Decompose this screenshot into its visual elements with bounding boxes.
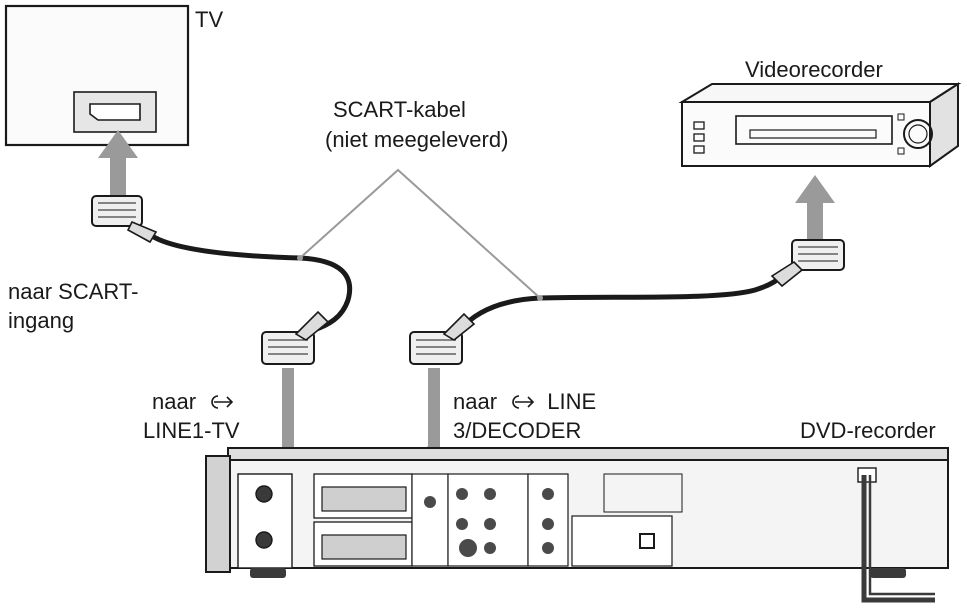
videorecorder-device bbox=[678, 82, 962, 168]
tv-device bbox=[4, 4, 190, 147]
scart-plug-vcr bbox=[770, 239, 845, 288]
arrow-up-icon bbox=[98, 130, 138, 195]
scart-plug-line3 bbox=[409, 312, 476, 365]
scart-cable-vcr bbox=[457, 267, 793, 333]
line3-decoder-label: 3/DECODER bbox=[453, 418, 582, 443]
videorecorder-label: Videorecorder bbox=[745, 57, 883, 82]
to-line1-prefix: naar bbox=[152, 389, 197, 414]
arrow-up-icon bbox=[795, 175, 835, 240]
scart-plug-tv bbox=[91, 195, 158, 244]
scart-output-arrow-icon bbox=[512, 395, 535, 409]
to-scart-input-label-cont: ingang bbox=[8, 308, 75, 333]
scart-output-arrow-icon bbox=[211, 395, 234, 409]
scart-cable-label: SCART-kabel bbox=[333, 97, 466, 122]
dvd-recorder-device bbox=[205, 447, 949, 603]
to-scart-input-label: naar SCART- bbox=[8, 279, 139, 304]
to-line3-label: naar LINE bbox=[453, 388, 596, 415]
to-line3-prefix: naar bbox=[453, 389, 498, 414]
scart-cable-note: (niet meegeleverd) bbox=[325, 127, 509, 152]
line1-tv-label: LINE1-TV bbox=[143, 418, 240, 443]
dvd-recorder-label: DVD-recorder bbox=[800, 418, 936, 443]
to-line3-mid: LINE bbox=[547, 389, 597, 414]
to-line1-label: naar bbox=[152, 388, 240, 415]
scart-cable-tv bbox=[149, 233, 353, 333]
tv-label: TV bbox=[195, 7, 224, 32]
scart-plug-line1 bbox=[261, 310, 330, 365]
cable-callout-lines bbox=[299, 168, 541, 299]
